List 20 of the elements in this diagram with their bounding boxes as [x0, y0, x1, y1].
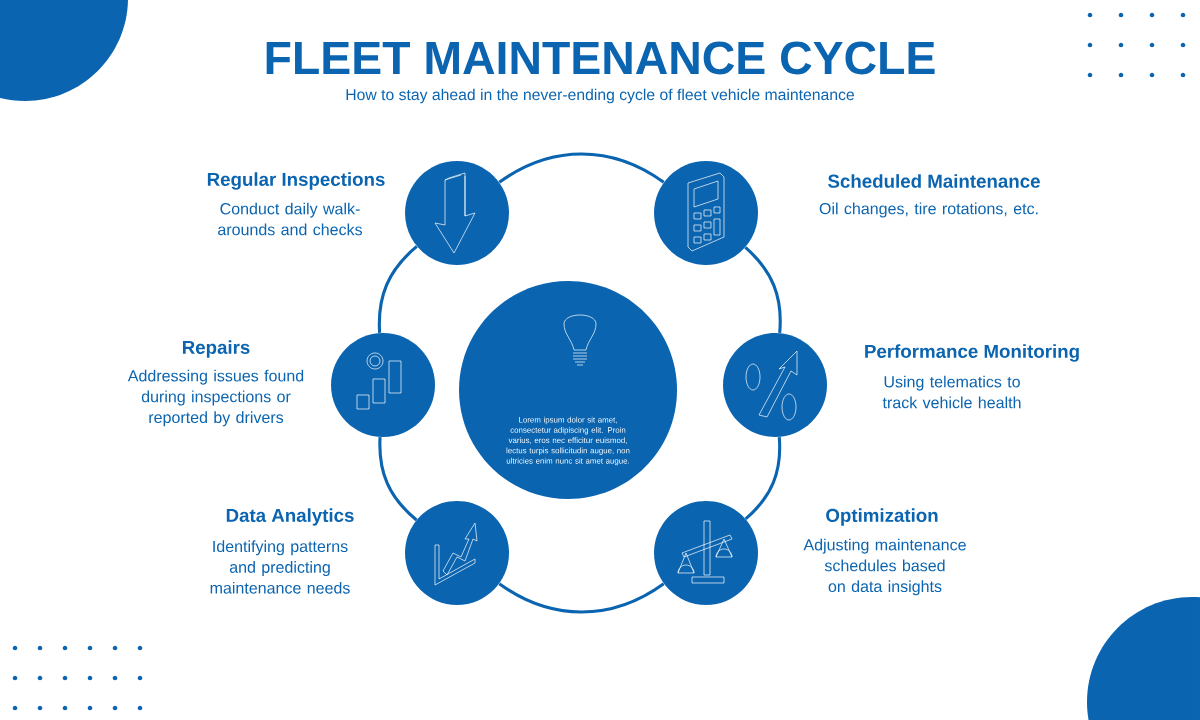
heading: Regular Inspections — [207, 172, 385, 190]
ring-arc — [498, 152, 665, 184]
description: Addressing issues found during inspections or reported by drivers — [127, 369, 304, 427]
description: Using telematics to track vehicle health — [882, 375, 1021, 409]
heading: Repairs — [182, 340, 250, 358]
ring-arc — [744, 437, 782, 521]
heading: Data Analytics — [226, 508, 354, 526]
ring-arc — [378, 437, 418, 522]
title: FLEET MAINTENANCE CYCLE — [266, 41, 935, 75]
description: Identifying patterns and predicting maintenance needs — [210, 540, 350, 594]
ring-arc — [498, 582, 665, 614]
subtitle: How to stay ahead in the never-ending cycle of fleet vehicle maintenance — [346, 88, 854, 104]
description: Adjusting maintenance schedules based on data insights — [803, 538, 966, 596]
description: Oil changes, tire rotations, etc. — [819, 202, 1038, 218]
heading: Optimization — [826, 508, 938, 526]
ring-arc — [377, 245, 418, 333]
ring-arc — [744, 246, 782, 333]
heading: Scheduled Maintenance — [828, 174, 1040, 188]
description: Conduct daily walk-arounds and checks — [218, 202, 362, 236]
heading: Performance Monitoring — [865, 344, 1079, 362]
